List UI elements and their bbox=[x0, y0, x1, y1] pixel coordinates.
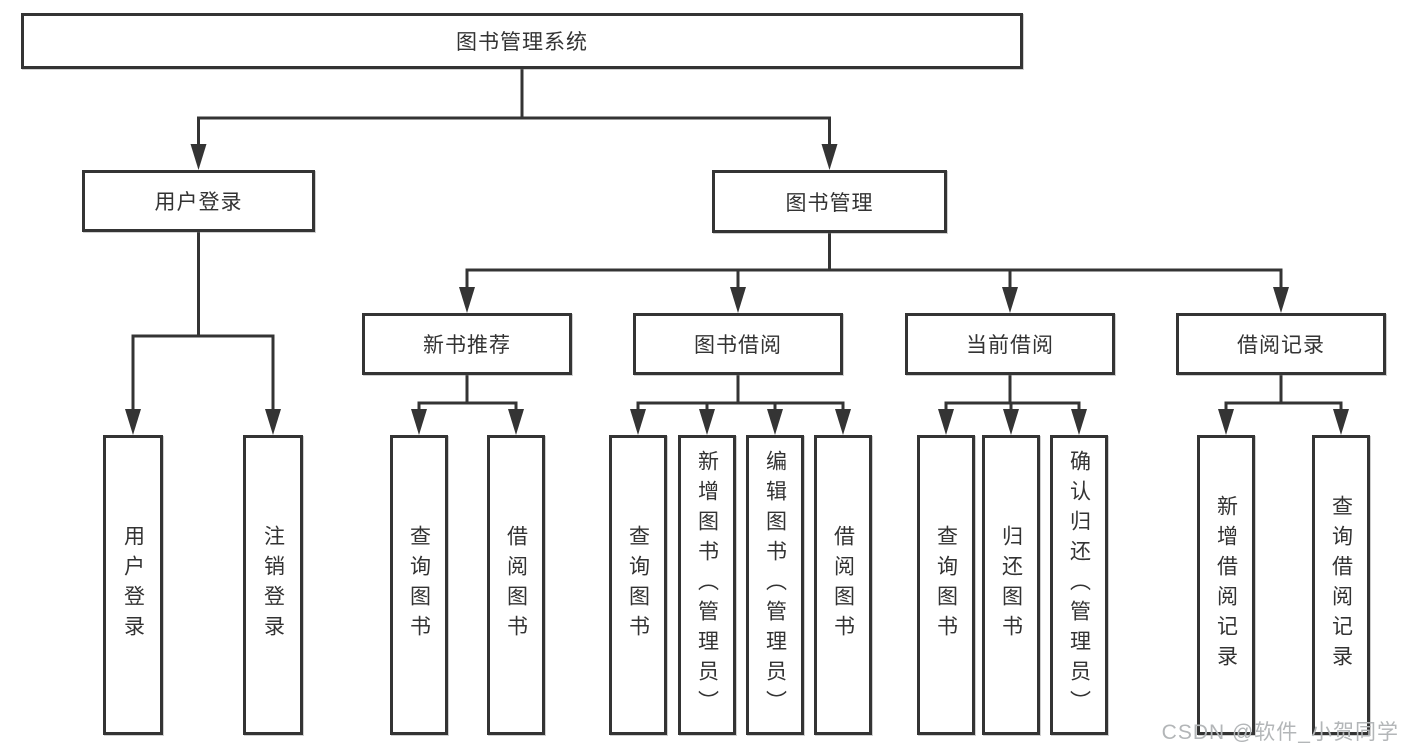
leaf-query-books-current: 查询图书 bbox=[917, 435, 975, 735]
leaf-borrow-books: 借阅图书 bbox=[814, 435, 872, 735]
node-user-login: 用户登录 bbox=[82, 170, 315, 232]
leaf-label: 注销登录 bbox=[261, 525, 285, 645]
node-borrowing-records: 借阅记录 bbox=[1176, 313, 1386, 375]
leaf-label: 查询图书 bbox=[626, 525, 650, 645]
leaf-user-login: 用户登录 bbox=[103, 435, 163, 735]
leaf-label: 编辑图书（管理员） bbox=[763, 450, 787, 720]
node-book-borrowing: 图书借阅 bbox=[633, 313, 843, 375]
node-current-borrowing: 当前借阅 bbox=[905, 313, 1115, 375]
leaf-label: 借阅图书 bbox=[504, 525, 528, 645]
node-label: 图书借阅 bbox=[694, 334, 782, 357]
node-label: 图书管理 bbox=[785, 191, 874, 215]
node-new-book-recommend: 新书推荐 bbox=[362, 313, 572, 375]
leaf-query-books-recommend: 查询图书 bbox=[390, 435, 448, 735]
leaf-query-books-borrowing: 查询图书 bbox=[609, 435, 667, 735]
node-book-management: 图书管理 bbox=[712, 170, 947, 233]
leaf-label: 查询图书 bbox=[934, 525, 958, 645]
leaf-borrow-books-recommend: 借阅图书 bbox=[487, 435, 545, 735]
leaf-add-borrow-record: 新增借阅记录 bbox=[1197, 435, 1255, 735]
node-label: 图书管理系统 bbox=[456, 31, 588, 54]
leaf-label: 借阅图书 bbox=[831, 525, 855, 645]
csdn-watermark: CSDN @软件_小贺同学 bbox=[1161, 721, 1399, 744]
leaf-logout: 注销登录 bbox=[243, 435, 303, 735]
node-label: 用户登录 bbox=[154, 191, 243, 214]
leaf-label: 确认归还（管理员） bbox=[1067, 450, 1091, 720]
leaf-label: 新增图书（管理员） bbox=[695, 450, 719, 720]
arrowheads bbox=[125, 144, 1349, 435]
leaf-return-books: 归还图书 bbox=[982, 435, 1040, 735]
leaf-confirm-return-admin: 确认归还（管理员） bbox=[1050, 435, 1108, 735]
leaf-add-books-admin: 新增图书（管理员） bbox=[678, 435, 736, 735]
node-label: 新书推荐 bbox=[423, 334, 511, 357]
leaf-label: 归还图书 bbox=[999, 525, 1023, 645]
leaf-label: 查询借阅记录 bbox=[1329, 495, 1353, 675]
node-library-management-system: 图书管理系统 bbox=[21, 13, 1023, 69]
node-label: 借阅记录 bbox=[1237, 334, 1325, 357]
leaf-edit-books-admin: 编辑图书（管理员） bbox=[746, 435, 804, 735]
leaf-label: 新增借阅记录 bbox=[1214, 495, 1238, 675]
leaf-label: 用户登录 bbox=[121, 525, 145, 645]
leaf-query-borrow-record: 查询借阅记录 bbox=[1312, 435, 1370, 735]
node-label: 当前借阅 bbox=[966, 334, 1054, 357]
leaf-label: 查询图书 bbox=[407, 525, 431, 645]
